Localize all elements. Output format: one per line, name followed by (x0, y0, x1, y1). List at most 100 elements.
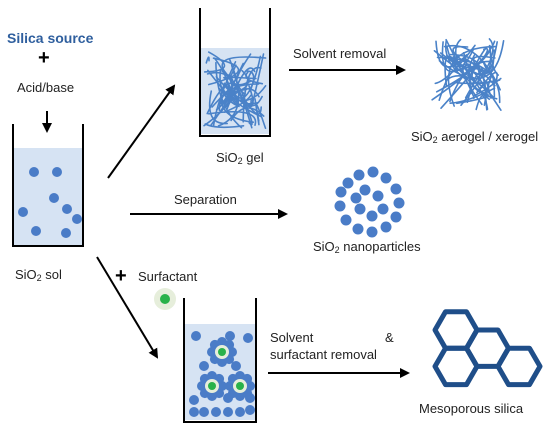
aerogel-network (431, 38, 505, 111)
nanoparticle (380, 172, 392, 184)
nanoparticle-cluster (334, 166, 405, 238)
meso-particle (235, 407, 245, 417)
gel-fiber (441, 41, 468, 73)
sol-particle (49, 193, 59, 203)
mesoporous-hexagons (432, 309, 543, 388)
gel-fiber (213, 57, 230, 105)
sol-particle (62, 204, 72, 214)
gel-fiber (205, 56, 210, 64)
nanoparticle (334, 200, 346, 212)
nanoparticle (354, 203, 366, 215)
gel-fiber (245, 70, 255, 92)
meso-particle (231, 361, 241, 371)
sol-beaker-outline (12, 124, 84, 247)
gel-fiber (472, 55, 496, 71)
nanoparticle (380, 221, 392, 233)
sol-particle (52, 167, 62, 177)
nanoparticle (367, 166, 379, 178)
meso-particle (223, 393, 233, 403)
silica-source-label: Silica source (7, 30, 94, 46)
sol-label: SiO2 sol (15, 267, 62, 283)
nanoparticles-label: SiO2 nanoparticles (313, 239, 421, 255)
surfactant-core (160, 294, 170, 304)
gel-fiber (468, 63, 472, 95)
ampersand-label: & (385, 330, 394, 345)
nanoparticle (390, 183, 402, 195)
surfactant-label: Surfactant (138, 269, 198, 284)
solvent-label: Solvent (270, 330, 314, 345)
nanoparticle (377, 203, 389, 215)
sol-particle (72, 214, 82, 224)
nanoparticle (350, 192, 362, 204)
gel-fiber (255, 104, 267, 130)
gel-fiber (466, 72, 488, 103)
meso-beaker (183, 298, 257, 423)
meso-particle (243, 333, 253, 343)
gel-fiber (224, 83, 237, 100)
nanoparticle (335, 186, 347, 198)
gel-fiber (438, 40, 505, 80)
meso-particle (189, 395, 199, 405)
gel-fiber (221, 56, 267, 78)
gel-fiber (445, 38, 475, 99)
nanoparticle (372, 190, 384, 202)
gel-fiber (250, 53, 265, 107)
meso-particle (211, 407, 221, 417)
meso-particle (199, 361, 209, 371)
sol-beaker (12, 124, 84, 247)
plus-sign-surfactant: + (115, 265, 127, 287)
gel-fiber (459, 58, 496, 87)
nanoparticle (393, 197, 405, 209)
nanoparticle (353, 169, 365, 181)
surfactant-removal-label: surfactant removal (270, 347, 377, 362)
gel-fiber (217, 58, 240, 127)
acid-base-label: Acid/base (17, 80, 75, 95)
gel-fiber (215, 61, 243, 129)
meso-particle (199, 407, 209, 417)
nanoparticle (390, 211, 402, 223)
gel-fiber (208, 57, 240, 86)
separation-label: Separation (174, 192, 237, 207)
gel-fiber (242, 66, 262, 123)
gel-fiber (482, 49, 495, 73)
arrow-to-gel (107, 84, 176, 179)
nanoparticle (340, 214, 352, 226)
gel-fiber (218, 85, 267, 102)
plus-sign-top: + (38, 47, 50, 69)
sol-liquid (13, 148, 83, 245)
hexagon-pore (432, 345, 480, 388)
gel-fiber (212, 61, 237, 127)
gel-fiber (230, 107, 265, 122)
gel-fiber (446, 46, 474, 68)
meso-particle (225, 331, 235, 341)
micelle-core (208, 382, 216, 390)
arrow-to-meso (96, 256, 159, 359)
solvent-removal-label: Solvent removal (293, 46, 387, 61)
nanoparticle (366, 226, 378, 238)
aerogel-label: SiO2 aerogel / xerogel (411, 129, 539, 145)
surfactant-icon (154, 288, 176, 310)
gel-beaker-outline (199, 8, 271, 137)
gel-fiber (436, 56, 501, 104)
micelle-core (218, 348, 226, 356)
meso-particles (189, 331, 255, 417)
gel-fiber (476, 71, 498, 94)
gel-fiber (438, 68, 462, 101)
gel-fiber (215, 76, 254, 108)
hexagon-pore (495, 345, 543, 388)
sol-particle (18, 207, 28, 217)
meso-particle (189, 407, 199, 417)
sol-particle (29, 167, 39, 177)
micelle-core (236, 382, 244, 390)
meso-particle (245, 393, 255, 403)
sol-particles (18, 167, 82, 238)
nanoparticle (352, 223, 364, 235)
gel-fiber (244, 101, 253, 126)
gel-fiber (207, 69, 239, 106)
nanoparticle (342, 177, 354, 189)
meso-beaker-outline (183, 298, 257, 423)
gel-fiber (449, 87, 496, 104)
gel-beaker (199, 8, 271, 137)
